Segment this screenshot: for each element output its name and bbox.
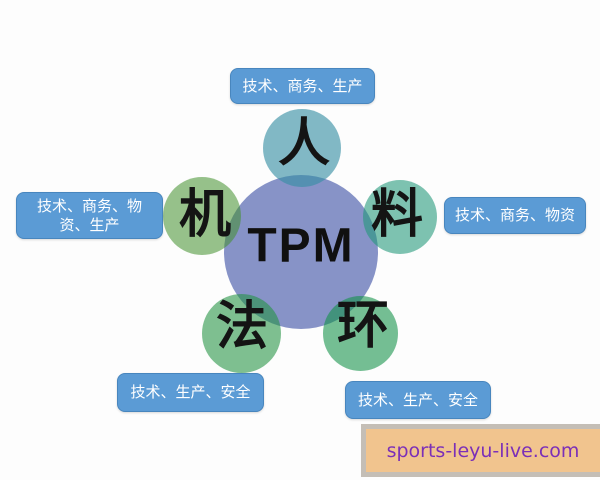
material-character: 料: [370, 184, 424, 245]
machine-label-text: 技术、商务、物资、生产: [36, 196, 142, 234]
method-label-box: 技术、生产、安全: [117, 373, 264, 412]
material-label-text: 技术、商务、物资: [454, 206, 575, 225]
watermark: sports-leyu-live.com: [366, 429, 600, 472]
machine-character: 机: [178, 184, 232, 245]
environment-label-text: 技术、生产、安全: [357, 390, 478, 409]
machine-circle: [163, 177, 241, 255]
material-label-box: 技术、商务、物资: [444, 197, 586, 234]
method-label-text: 技术、生产、安全: [130, 383, 251, 402]
man-character: 人: [277, 113, 331, 174]
environment-circle: [323, 296, 398, 371]
man-circle: [263, 109, 341, 187]
environment-character: 环: [336, 295, 390, 356]
watermark-text: sports-leyu-live.com: [386, 439, 580, 462]
man-label-text: 技术、商务、生产: [242, 76, 363, 95]
material-circle: [363, 180, 437, 254]
machine-label-box: 技术、商务、物资、生产: [16, 192, 163, 239]
man-label-box: 技术、商务、生产: [230, 68, 375, 104]
method-circle: [202, 294, 281, 373]
environment-label-box: 技术、生产、安全: [345, 381, 491, 419]
method-character: 法: [215, 296, 269, 357]
center-circle-label: TPM: [247, 219, 355, 273]
